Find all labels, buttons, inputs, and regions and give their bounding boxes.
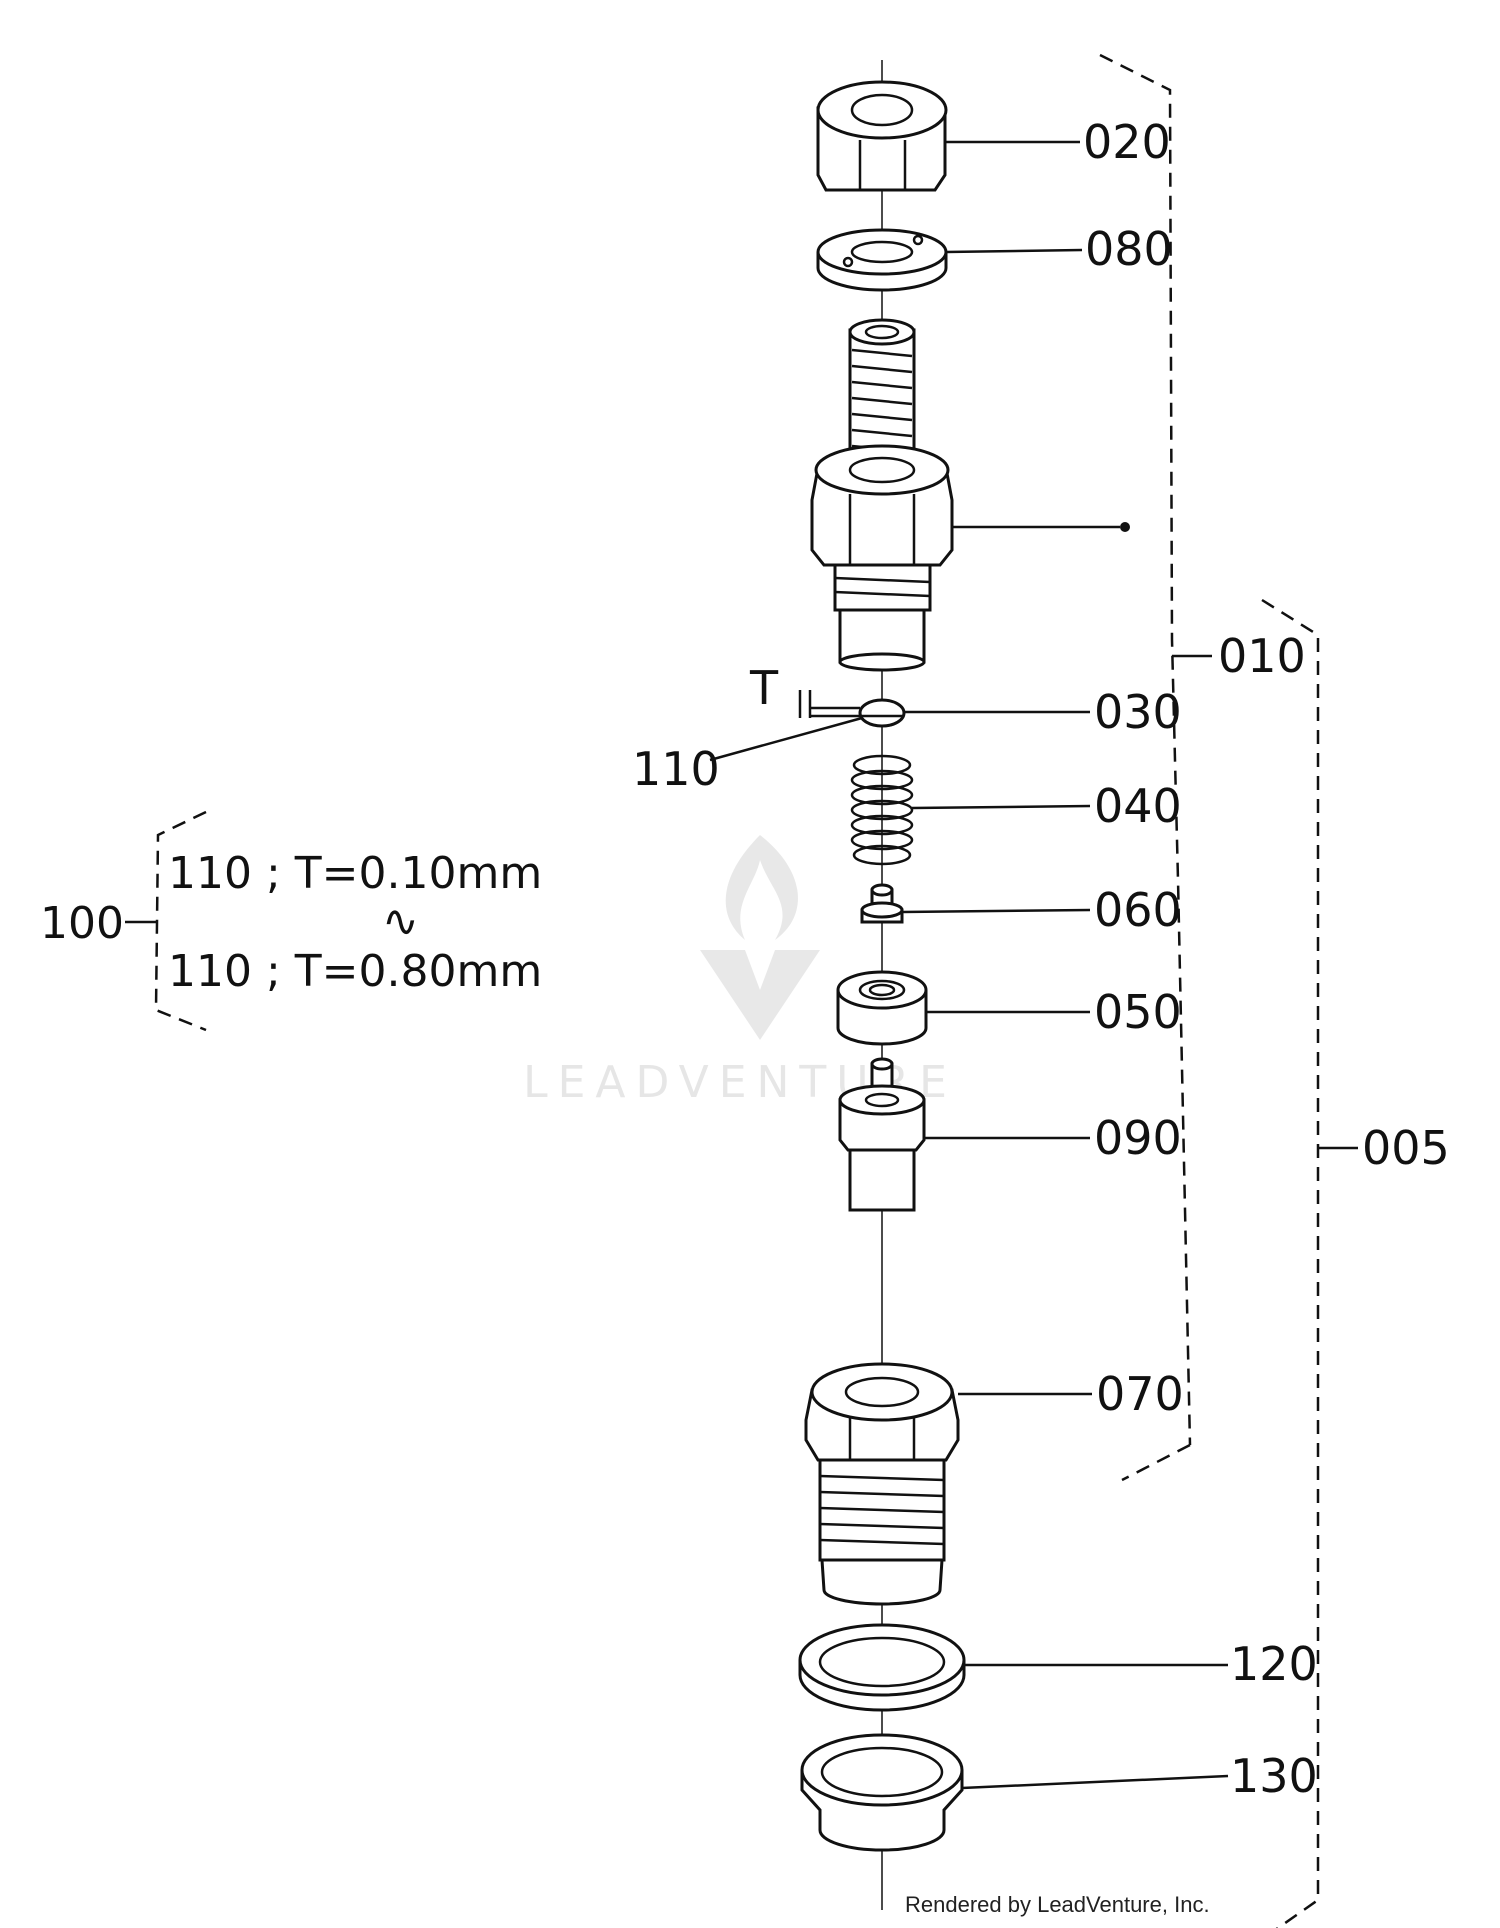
callout-130: 130 — [1230, 1749, 1318, 1803]
washer-080 — [816, 228, 948, 292]
delivery-valve-090 — [838, 1057, 926, 1212]
shim-note-ref: 100 — [40, 898, 124, 949]
callout-020: 020 — [1083, 115, 1171, 169]
shim-note-line2: 110 ; T=0.80mm — [168, 946, 542, 997]
hex-fitting-070 — [804, 1362, 960, 1606]
callout-080: 080 — [1085, 222, 1173, 276]
callout-090: 090 — [1094, 1111, 1182, 1165]
shim-030 — [858, 698, 906, 728]
valve-stopper-060 — [860, 883, 904, 924]
hex-nut-020 — [816, 80, 948, 192]
leader-lines — [709, 140, 1229, 1790]
delivery-valve-holder-010 — [810, 318, 1130, 672]
spring-040 — [850, 754, 914, 866]
shim-note-range: ∿ — [382, 896, 419, 947]
callout-110: 110 — [632, 742, 720, 796]
callout-070: 070 — [1096, 1367, 1184, 1421]
watermark-v-icon — [700, 950, 820, 1040]
watermark-flame-icon — [725, 835, 798, 940]
valve-seat-050 — [836, 970, 928, 1046]
shim-note-line1: 110 ; T=0.10mm — [168, 848, 542, 899]
callout-040: 040 — [1094, 779, 1182, 833]
callout-labels: 020 080 010 030 T 110 040 060 050 090 00… — [632, 115, 1450, 1803]
callout-t: T — [749, 661, 779, 715]
callout-050: 050 — [1094, 985, 1182, 1039]
render-credit: Rendered by LeadVenture, Inc. — [905, 1892, 1210, 1917]
gasket-120 — [798, 1623, 966, 1712]
callout-005: 005 — [1362, 1121, 1450, 1175]
shim-note: 100 110 ; T=0.10mm ∿ 110 ; T=0.80mm — [40, 848, 542, 997]
assembly-brackets — [125, 53, 1358, 1928]
callout-120: 120 — [1230, 1637, 1318, 1691]
callout-030: 030 — [1094, 685, 1182, 739]
callout-010: 010 — [1218, 629, 1306, 683]
cup-130 — [800, 1733, 964, 1852]
callout-060: 060 — [1094, 883, 1182, 937]
